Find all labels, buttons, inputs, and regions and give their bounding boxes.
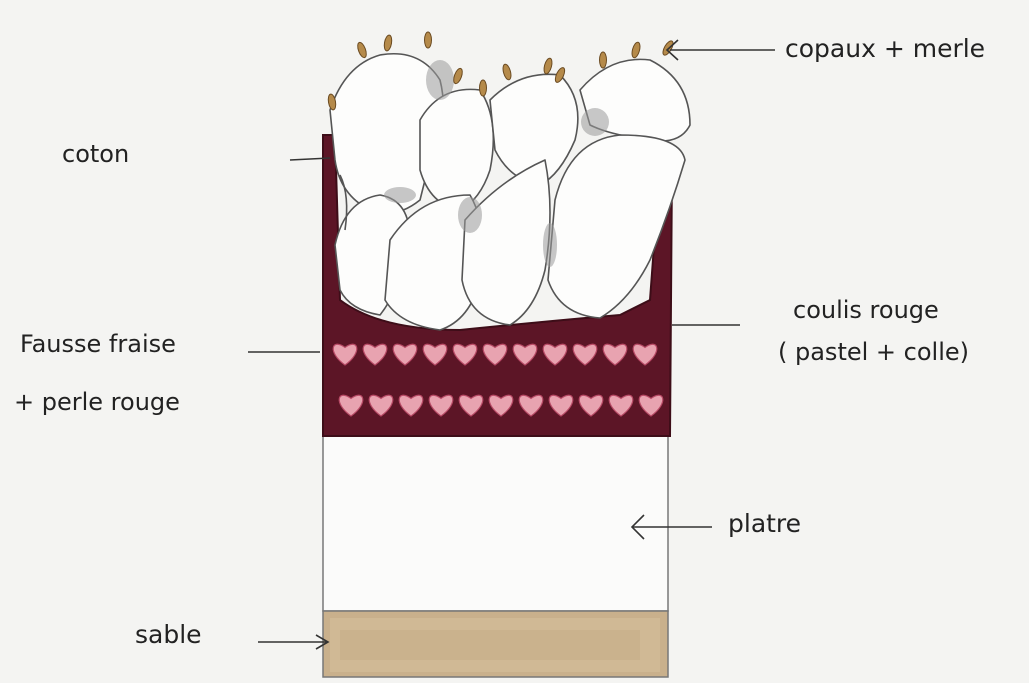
label-coulis-line1: coulis rouge (793, 296, 939, 324)
label-sable: sable (135, 620, 202, 649)
label-fraise-line1: Fausse fraise (20, 330, 176, 358)
seed-piece (631, 41, 642, 58)
seed-piece (543, 57, 554, 74)
label-fraise-line2: + perle rouge (14, 388, 180, 416)
label-coulis-line2: ( pastel + colle) (778, 338, 969, 366)
seed-piece (425, 32, 432, 48)
coton-clouds (330, 54, 690, 330)
sable-layer (323, 611, 668, 677)
seed-piece (480, 80, 487, 96)
platre-layer (323, 436, 668, 611)
label-coton: coton (62, 140, 129, 168)
cotton-tuft (420, 89, 493, 210)
seed-piece (356, 41, 368, 58)
seed-piece (600, 52, 607, 68)
seed-piece (452, 67, 464, 84)
label-platre: platre (728, 509, 801, 538)
seed-piece (383, 35, 393, 52)
seed-piece (661, 39, 675, 56)
label-copaux: copaux + merle (785, 34, 985, 63)
seed-piece (502, 63, 513, 80)
